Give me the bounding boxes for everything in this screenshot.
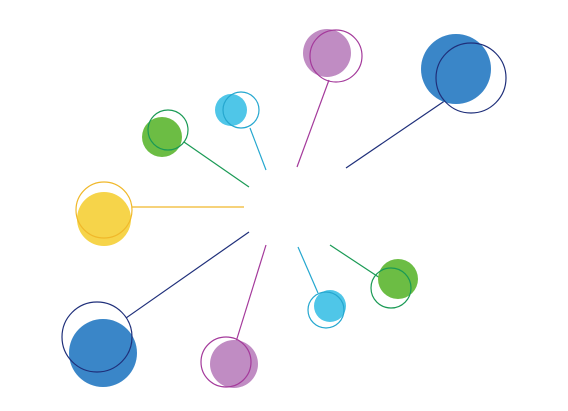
spoke-line-green-top-left (183, 141, 250, 188)
spoke-yellow-left (75, 181, 244, 246)
spoke-line-cyan-bottom (297, 246, 319, 294)
bubble-fill-yellow-left (77, 192, 131, 246)
spoke-line-cyan-top (249, 127, 267, 171)
spoke-green-bottom-right (329, 244, 418, 309)
spoke-line-purple-bottom (234, 244, 267, 346)
bubble-ring-blue-top-right (435, 42, 507, 114)
bubble-ring-purple-top (309, 29, 363, 83)
bubble-ring-cyan-top (222, 91, 260, 129)
spoke-blue-bottom-left (61, 231, 250, 387)
bubble-fill-cyan-top (215, 94, 247, 126)
bubble-fill-blue-top-right (421, 34, 491, 104)
bubble-fill-green-bottom-right (378, 259, 418, 299)
spoke-green-top-left (142, 109, 250, 188)
bubble-fill-green-top-left (142, 117, 182, 157)
spoke-line-purple-top (296, 79, 330, 168)
bubble-ring-green-top-left (147, 109, 189, 151)
bubble-ring-purple-bottom (200, 336, 252, 388)
bubble-fill-purple-bottom (210, 340, 258, 388)
spoke-line-blue-bottom-left (125, 231, 250, 319)
spoke-purple-bottom (200, 244, 267, 388)
bubble-fill-cyan-bottom (314, 290, 346, 322)
spoke-cyan-bottom (297, 246, 346, 329)
spoke-purple-top (296, 29, 363, 168)
bubble-ring-green-bottom-right (370, 267, 412, 309)
spoke-blue-top-right (345, 34, 507, 169)
bubble-ring-blue-bottom-left (61, 301, 133, 373)
bubble-fill-blue-bottom-left (69, 319, 137, 387)
spoke-line-green-bottom-right (329, 244, 381, 279)
spoke-line-blue-top-right (345, 99, 447, 169)
spoke-cyan-top (215, 91, 267, 171)
bubble-ring-cyan-bottom (307, 291, 345, 329)
bubble-ring-yellow-left (75, 181, 133, 239)
